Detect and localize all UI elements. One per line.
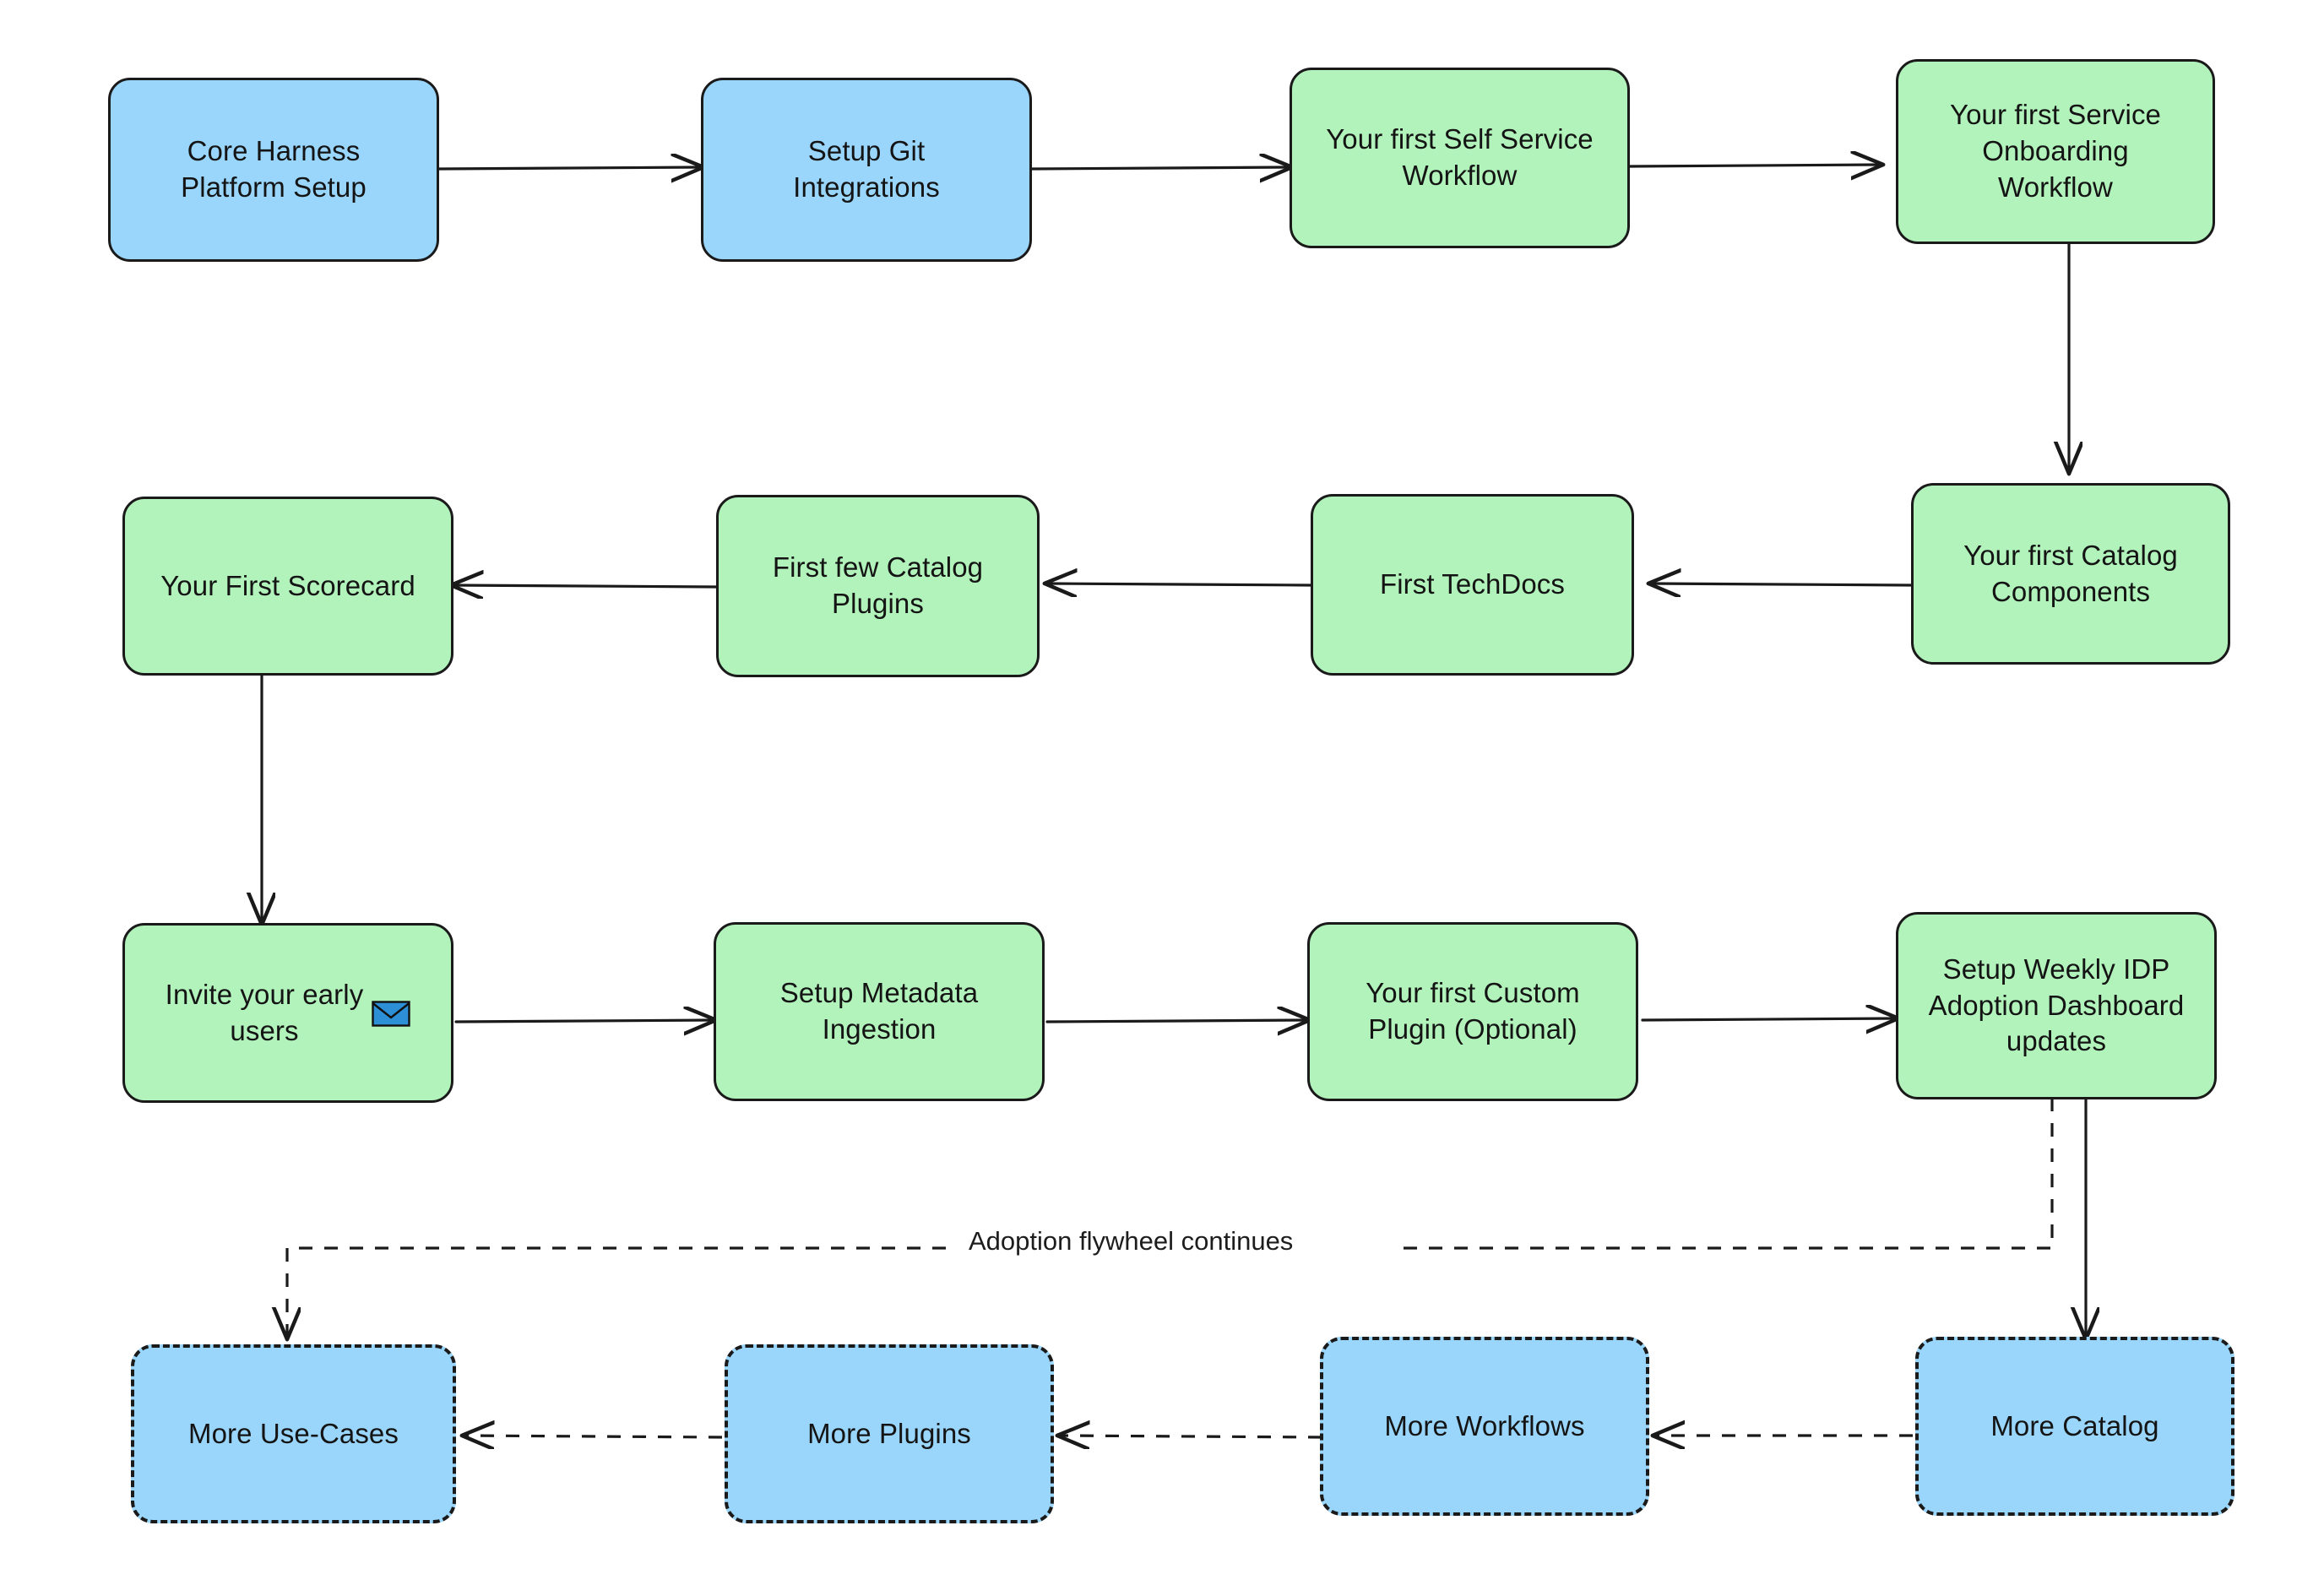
edge-dashboard-to-moreusecases-flywheel: [1393, 1098, 2054, 1250]
edge-label-adoption-flywheel: Adoption flywheel continues: [957, 1226, 1306, 1257]
node-label: Invite your early users: [165, 978, 364, 1046]
node-more-use-cases[interactable]: More Use-Cases: [131, 1344, 456, 1523]
edge-techdocs-to-catalogplugins: [1047, 584, 1312, 585]
node-invite-early-users[interactable]: Invite your early users: [122, 923, 453, 1103]
node-label: Your first Self Service Workflow: [1326, 123, 1594, 191]
edge-moreworkflows-to-moreplugins: [1060, 1436, 1322, 1437]
node-label: First TechDocs: [1379, 568, 1565, 600]
node-setup-weekly-idp-adoption-dashboard[interactable]: Setup Weekly IDP Adoption Dashboard upda…: [1896, 912, 2217, 1099]
node-label: More Plugins: [807, 1417, 971, 1449]
node-more-plugins[interactable]: More Plugins: [725, 1344, 1054, 1523]
node-first-catalog-components[interactable]: Your first Catalog Components: [1911, 483, 2230, 665]
node-label: Your First Scorecard: [160, 569, 415, 601]
edge-catalogcomponents-to-techdocs: [1651, 584, 1913, 585]
node-label: Setup Weekly IDP Adoption Dashboard upda…: [1928, 953, 2185, 1057]
envelope-icon: [372, 1000, 411, 1027]
edge-customplugin-to-dashboard: [1641, 1018, 1896, 1020]
node-label: Your first Service Onboarding Workflow: [1949, 99, 2161, 203]
edge-core-to-git: [437, 167, 701, 169]
node-label: More Catalog: [1990, 1409, 2159, 1441]
node-label: Setup Metadata Ingestion: [779, 977, 979, 1045]
node-core-harness-platform-setup[interactable]: Core Harness Platform Setup: [108, 78, 439, 262]
node-label: More Use-Cases: [188, 1417, 399, 1449]
node-first-self-service-workflow[interactable]: Your first Self Service Workflow: [1290, 68, 1630, 248]
edge-moreplugins-to-moreusecases: [464, 1436, 723, 1437]
edge-metadata-to-customplugin: [1045, 1020, 1307, 1022]
node-label: Your first Catalog Components: [1963, 539, 2178, 607]
node-first-scorecard[interactable]: Your First Scorecard: [122, 497, 453, 676]
node-label: Your first Custom Plugin (Optional): [1366, 977, 1580, 1045]
node-first-few-catalog-plugins[interactable]: First few Catalog Plugins: [716, 495, 1040, 677]
node-first-custom-plugin[interactable]: Your first Custom Plugin (Optional): [1307, 922, 1638, 1101]
node-more-workflows[interactable]: More Workflows: [1320, 1337, 1649, 1516]
node-label: More Workflows: [1384, 1409, 1585, 1441]
node-more-catalog[interactable]: More Catalog: [1915, 1337, 2234, 1516]
node-setup-git-integrations[interactable]: Setup Git Integrations: [701, 78, 1032, 262]
node-label: Setup Git Integrations: [793, 135, 940, 203]
node-first-service-onboarding-workflow[interactable]: Your first Service Onboarding Workflow: [1896, 59, 2215, 244]
node-label: Core Harness Platform Setup: [181, 135, 367, 203]
node-first-techdocs[interactable]: First TechDocs: [1311, 494, 1634, 676]
node-setup-metadata-ingestion[interactable]: Setup Metadata Ingestion: [714, 922, 1045, 1101]
edge-selfservice-to-onboarding: [1628, 165, 1881, 166]
edge-git-to-selfservice: [1030, 167, 1290, 169]
edge-catalogplugins-to-scorecard: [453, 585, 718, 587]
edge-flywheel-left-run: [287, 1246, 946, 1337]
edge-inviteusers-to-metadata: [454, 1020, 714, 1022]
node-label: First few Catalog Plugins: [772, 551, 984, 619]
